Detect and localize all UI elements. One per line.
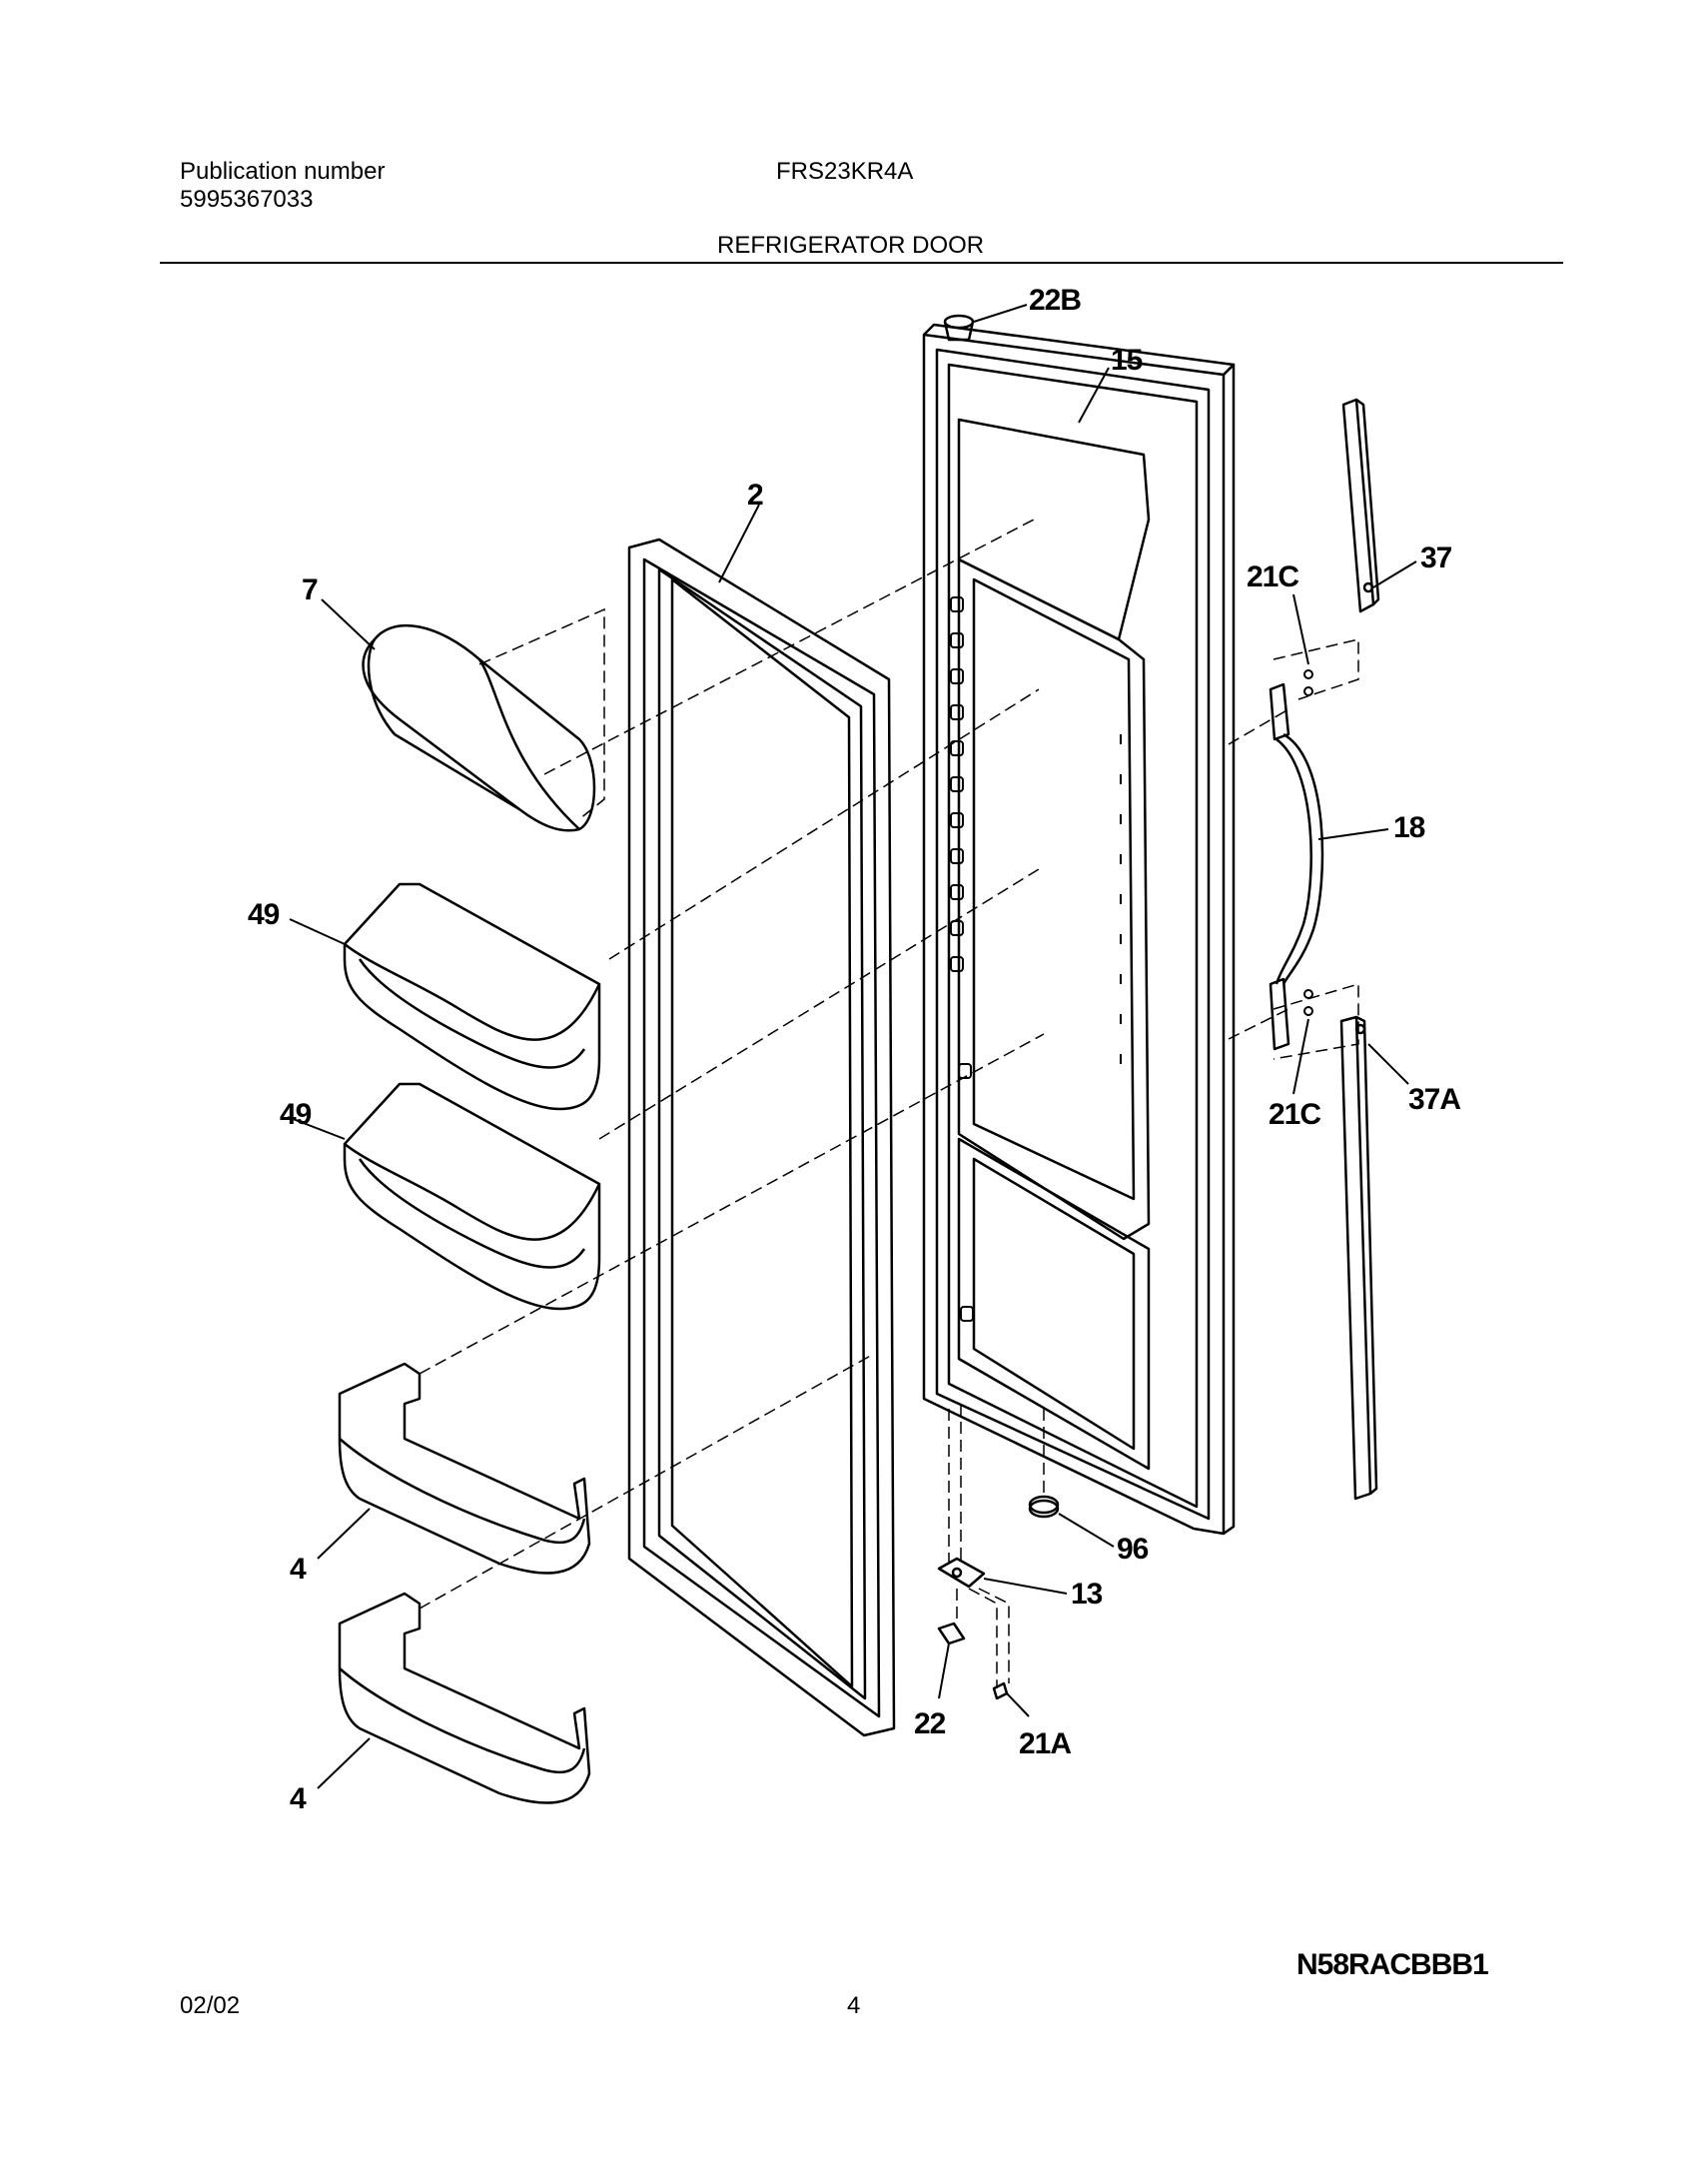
callout-96: 96 (1117, 1533, 1149, 1566)
door-bin-upper (343, 882, 601, 1111)
callout-21c-top: 21C (1247, 560, 1298, 593)
callout-15: 15 (1111, 344, 1143, 377)
publication-label: Publication number (180, 158, 386, 185)
callout-22b: 22B (1029, 284, 1081, 317)
screw-21a (992, 1681, 1009, 1700)
door-liner (922, 323, 1236, 1536)
dairy-door-cover (362, 624, 596, 832)
publication-number: 5995367033 (180, 186, 314, 213)
model-number: FRS23KR4A (776, 158, 914, 185)
callout-37: 37 (1420, 542, 1452, 574)
handle-trim-upper (1341, 398, 1380, 613)
handle-trim-lower (1339, 1015, 1378, 1501)
callout-49-top: 49 (248, 898, 280, 931)
door-bin-lower (343, 1082, 601, 1311)
door-shelf-lower (338, 1592, 591, 1804)
callout-4-top: 4 (290, 1553, 307, 1586)
publication-date: 02/02 (180, 1992, 241, 2019)
door-shelf-upper (338, 1362, 591, 1575)
header-rule (160, 262, 1563, 264)
plug (1028, 1495, 1060, 1519)
lower-hinge (937, 1557, 986, 1589)
door-gasket (627, 538, 896, 1737)
door-handle (1269, 682, 1324, 1051)
callout-18: 18 (1393, 811, 1425, 844)
callout-49-bottom: 49 (280, 1098, 312, 1131)
hinge-bushing (937, 1622, 966, 1645)
leader-lines (287, 304, 1417, 1789)
callout-22: 22 (914, 1707, 946, 1740)
callout-21a: 21A (1019, 1727, 1071, 1760)
section-title: REFRIGERATOR DOOR (717, 232, 985, 259)
hinge-cap-top (943, 314, 975, 342)
callout-21c-bottom: 21C (1269, 1098, 1320, 1131)
callout-7: 7 (302, 573, 318, 606)
callout-37a: 37A (1408, 1083, 1460, 1116)
assembly-lines (419, 519, 1359, 1688)
page-number: 4 (847, 1992, 861, 2019)
callout-13: 13 (1071, 1578, 1103, 1611)
callout-4-bottom: 4 (290, 1782, 307, 1815)
callout-2: 2 (747, 479, 763, 512)
diagram-code: N58RACBBB1 (1296, 1948, 1489, 1981)
